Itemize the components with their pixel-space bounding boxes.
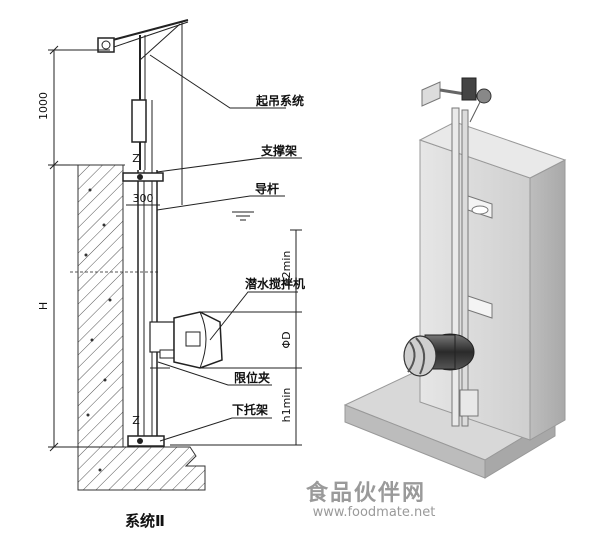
water-level-symbol <box>232 211 254 221</box>
dim-depth-lower: h1min <box>280 388 293 423</box>
render-rail <box>451 107 460 427</box>
guide-rod <box>137 170 158 440</box>
leader-lines <box>149 54 302 442</box>
label-lower-bracket: 下托架 <box>232 402 268 417</box>
concrete-wall <box>62 164 206 491</box>
dim-diameter: ΦD <box>280 331 293 348</box>
watermark-cn: 食品伙伴网 <box>306 480 426 506</box>
label-guide-rod: 导杆 <box>255 181 279 196</box>
watermark-url: www.foodmate.net <box>313 505 436 520</box>
mixer-side-view <box>149 311 223 369</box>
z-mark-top: Z <box>132 152 140 165</box>
render-3d <box>343 77 567 479</box>
dim-offset: 300 <box>133 192 154 205</box>
render-rail-brackets <box>467 195 493 319</box>
render-hoist <box>421 77 492 123</box>
render-mixer <box>403 333 479 417</box>
label-support-frame: 支撑架 <box>260 143 297 158</box>
dim-top-height: 1000 <box>37 92 50 120</box>
support-frame <box>122 172 164 182</box>
dimension-lines <box>48 45 302 452</box>
z-mark-bottom: Z <box>132 414 140 427</box>
dim-total-height: H <box>37 302 50 310</box>
technical-drawing: 1000 H 300 h2min ΦD h1min Z Z 起吊系统 支撑架 导… <box>37 19 305 530</box>
hoist-crane <box>97 19 189 205</box>
lower-bracket-drawing <box>127 435 165 447</box>
render-wall-side <box>529 159 566 441</box>
label-hoist-system: 起吊系统 <box>255 93 304 108</box>
label-mixer: 潜水搅拌机 <box>245 276 305 291</box>
watermark: 食品伙伴网 www.foodmate.net <box>306 480 435 520</box>
caption: 系统Ⅱ <box>125 512 165 530</box>
label-limit-clamp: 限位夹 <box>234 370 270 385</box>
dim-depth-upper: h2min <box>280 251 293 286</box>
